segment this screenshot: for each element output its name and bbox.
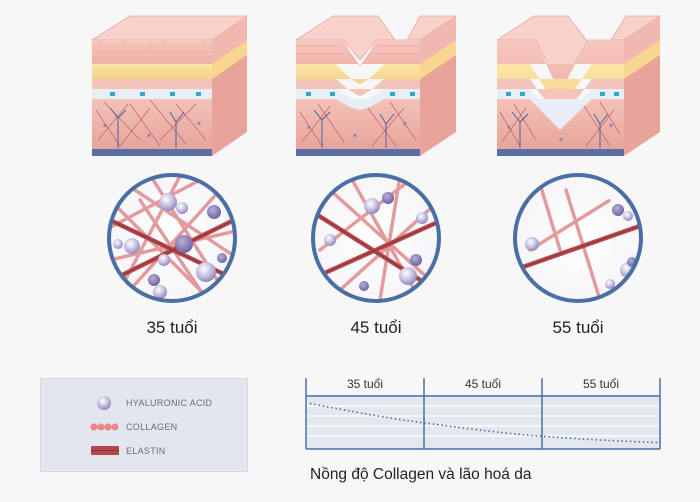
magnified-circle-35 [107,173,237,303]
age-label-55: 55 tuổi [552,318,604,337]
svg-text:✶: ✶ [196,120,202,128]
age-label-45: 45 tuổi [350,318,402,337]
magnified-circle-55 [513,173,643,303]
elastin-icon [91,446,119,455]
svg-text:✶: ✶ [506,124,512,132]
skin-block-35: ✶ ✶ ✶ [90,15,249,156]
chart-column-35: 35 tuổi [346,377,384,391]
hyaluronic-acid-icon [97,396,111,410]
legend-label-collagen: COLLAGEN [126,422,178,432]
svg-text:✶: ✶ [306,124,312,132]
svg-text:✶: ✶ [146,132,152,140]
svg-text:✶: ✶ [352,132,358,140]
skin-block-55: ✶ ✶ ✶ [495,15,662,156]
collagen-line-series [309,402,659,444]
svg-text:✶: ✶ [102,122,108,130]
legend-label-elastin: ELASTIN [126,446,166,456]
svg-text:✶: ✶ [558,136,564,144]
legend-icons [90,396,119,455]
chart-column-55: 55 tuổi [582,377,620,391]
collagen-chart [305,378,661,450]
age-label-35: 35 tuổi [146,318,198,337]
collagen-icon [90,423,119,431]
chart-column-45: 45 tuổi [464,377,502,391]
chart-caption: Nồng độ Collagen và lão hoá da [310,466,532,483]
magnified-circle-45 [311,173,441,303]
svg-text:✶: ✶ [402,120,408,128]
legend-label-hyaluronic-acid: HYALURONIC ACID [126,398,213,408]
svg-text:✶: ✶ [608,122,614,130]
skin-block-45: ✶ ✶ ✶ [294,15,458,156]
